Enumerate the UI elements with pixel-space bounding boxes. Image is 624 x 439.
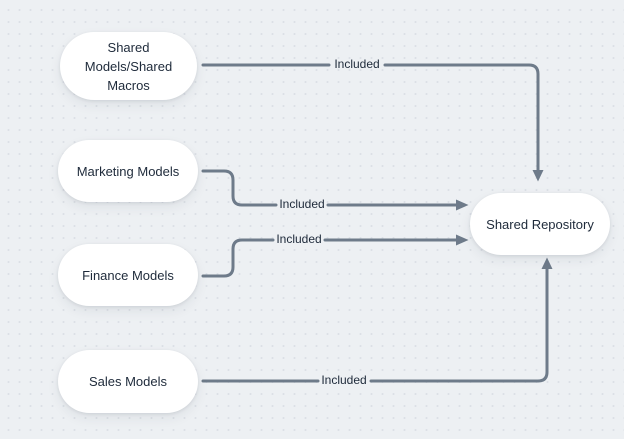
- arrowhead-right-icon: [456, 234, 469, 246]
- node-sales-models: Sales Models: [58, 350, 198, 413]
- node-label-line: Macros: [107, 77, 150, 93]
- node-marketing-models: Marketing Models: [58, 140, 198, 202]
- arrowhead-down-icon: [532, 170, 544, 182]
- edge-label-included: Included: [334, 57, 380, 71]
- node-label-line: Models/Shared: [84, 58, 173, 74]
- node-label: Marketing Models: [76, 163, 180, 179]
- node-label: Shared Repository: [486, 216, 594, 232]
- edge-finance-to-repository-segment-a: [201, 238, 275, 278]
- node-label-line: Shared: [107, 39, 150, 55]
- node-label: Sales Models: [88, 374, 168, 389]
- arrowhead-right-icon: [456, 199, 469, 211]
- node-label: Finance Models: [82, 267, 174, 283]
- node-shared-models-macros: Shared Models/Shared Macros: [60, 32, 197, 100]
- edge-marketing-to-repository-segment-a: [201, 169, 278, 207]
- edge-shared-models-to-repository-segment-b: [383, 63, 540, 172]
- edge-sales-to-repository-segment-b: [369, 267, 549, 383]
- edge-label-included: Included: [279, 197, 325, 211]
- node-shared-repository: Shared Repository: [470, 193, 610, 255]
- arrowhead-up-icon: [541, 257, 553, 269]
- edge-label-included: Included: [276, 232, 322, 246]
- edge-label-included: Included: [321, 373, 367, 387]
- node-finance-models: Finance Models: [58, 244, 198, 306]
